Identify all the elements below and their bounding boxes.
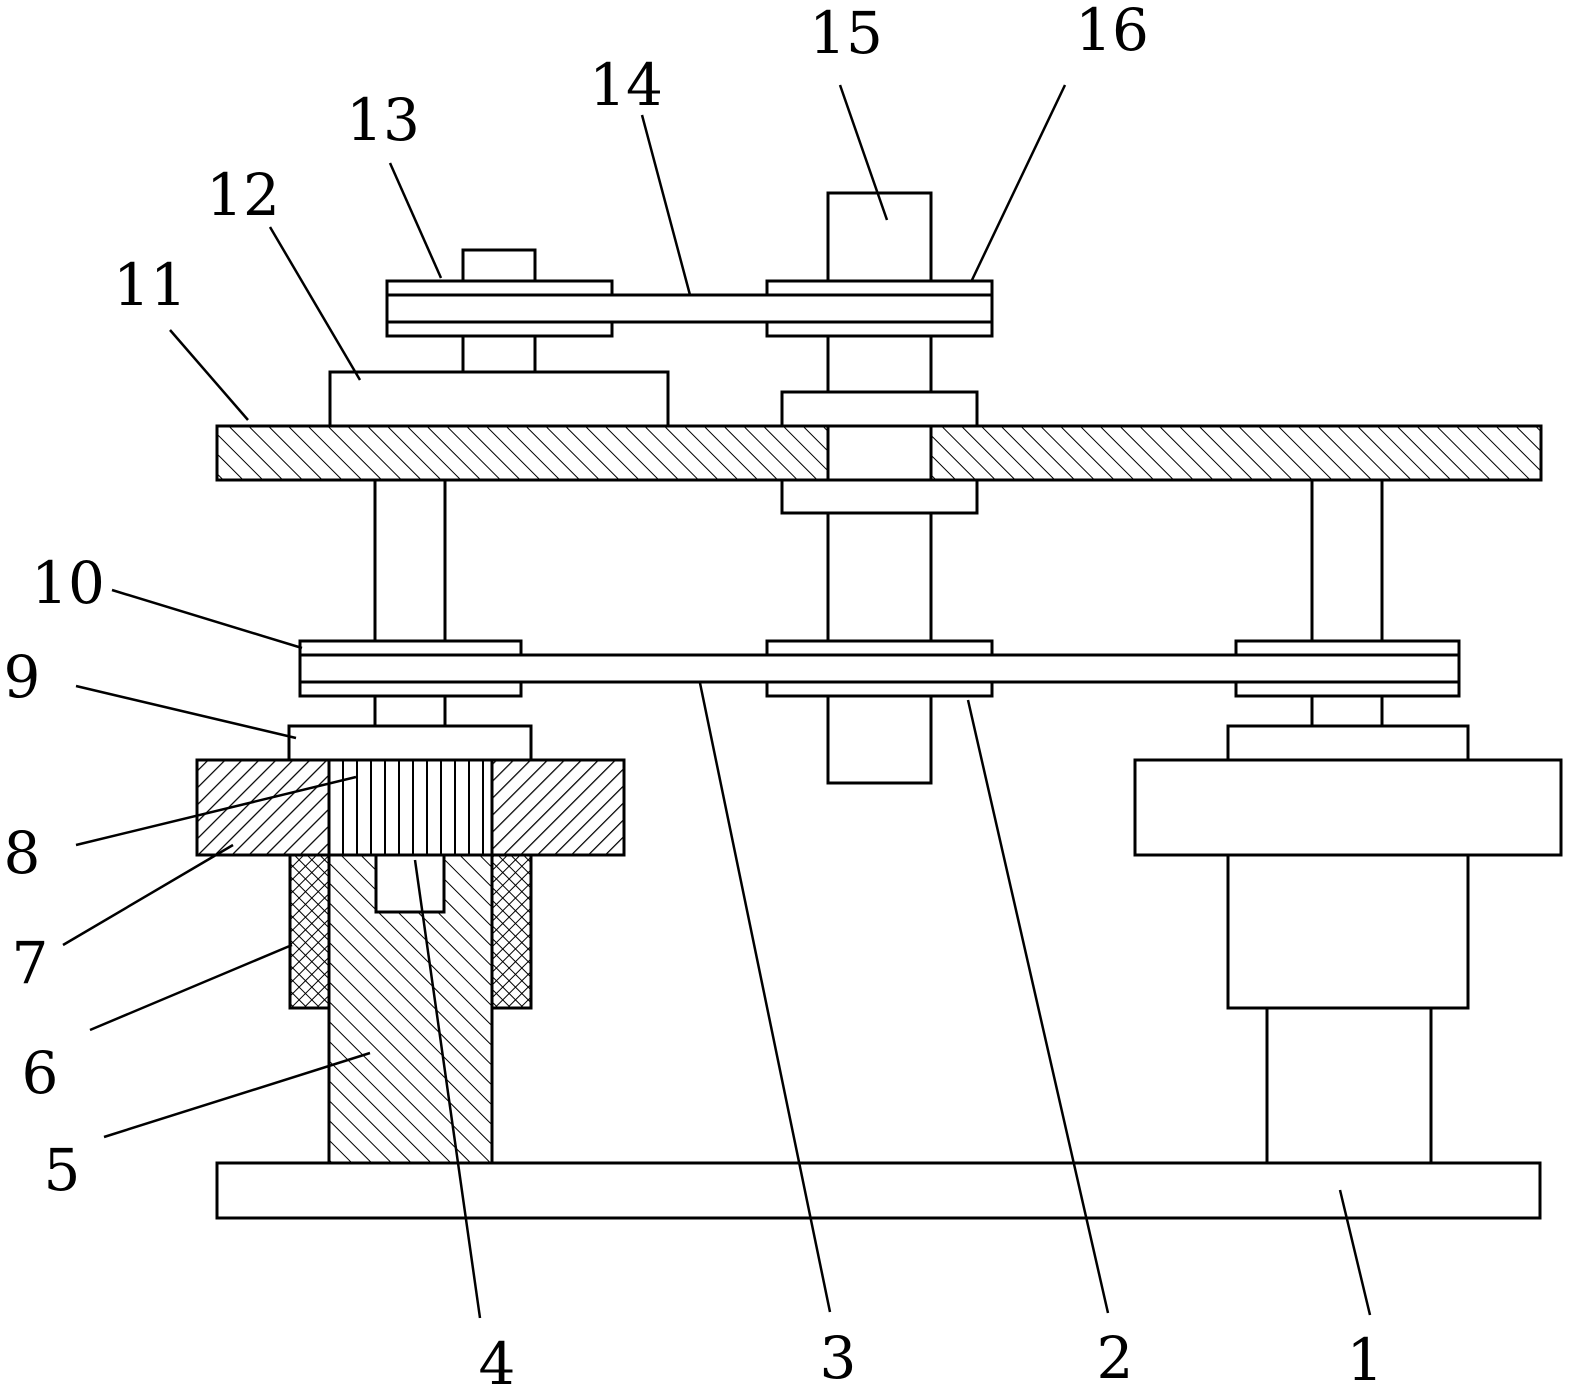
label-9: 9 [4, 643, 41, 711]
leader-7 [62, 843, 234, 947]
leader-8 [75, 775, 357, 847]
leader-9 [75, 684, 297, 740]
leader-2 [966, 699, 1110, 1314]
right-cylinder-body [1226, 853, 1470, 1010]
motor-12 [328, 370, 670, 428]
label-11: 11 [113, 251, 187, 319]
label-16: 16 [1075, 0, 1149, 64]
leader-5 [103, 1051, 371, 1139]
label-10: 10 [31, 549, 105, 617]
label-13: 13 [346, 86, 420, 154]
leader-13 [388, 162, 443, 279]
label-2: 2 [1097, 1324, 1134, 1392]
bushing-6-right [490, 853, 533, 1010]
label-1: 1 [1347, 1326, 1384, 1393]
gear-8 [327, 758, 494, 857]
lower-bearing-block [780, 478, 979, 515]
upper-bearing-block [780, 390, 979, 428]
leader-15 [838, 84, 889, 221]
leader-6 [89, 943, 293, 1032]
collar-9 [287, 724, 533, 762]
leader-11 [169, 329, 249, 421]
label-15: 15 [809, 0, 883, 67]
upper-belt-14 [385, 293, 994, 324]
right-wide-flange [1133, 758, 1563, 857]
lower-belt-3 [298, 653, 1461, 684]
top-plate-right [929, 424, 1543, 482]
right-collar [1226, 724, 1470, 762]
disc-7-right [490, 758, 626, 857]
label-14: 14 [589, 51, 663, 119]
top-plate-left [215, 424, 830, 482]
bore-4 [374, 853, 446, 914]
leader-12 [268, 226, 362, 381]
leader-3 [698, 682, 832, 1313]
label-7: 7 [12, 929, 49, 997]
label-3: 3 [820, 1324, 857, 1392]
leader-4 [413, 859, 482, 1319]
label-8: 8 [4, 819, 41, 887]
right-lower-post [1265, 1006, 1433, 1165]
leader-14 [640, 114, 692, 296]
leader-10 [111, 588, 303, 650]
bushing-6-left [288, 853, 331, 1010]
label-12: 12 [206, 161, 280, 229]
label-4: 4 [479, 1330, 516, 1393]
leader-16 [970, 84, 1067, 281]
leader-1 [1338, 1189, 1372, 1316]
label-5: 5 [44, 1136, 81, 1204]
base-plate [215, 1161, 1542, 1220]
disc-7-left [195, 758, 331, 857]
center-shaft-through-plate [826, 424, 933, 482]
label-6: 6 [22, 1039, 59, 1107]
